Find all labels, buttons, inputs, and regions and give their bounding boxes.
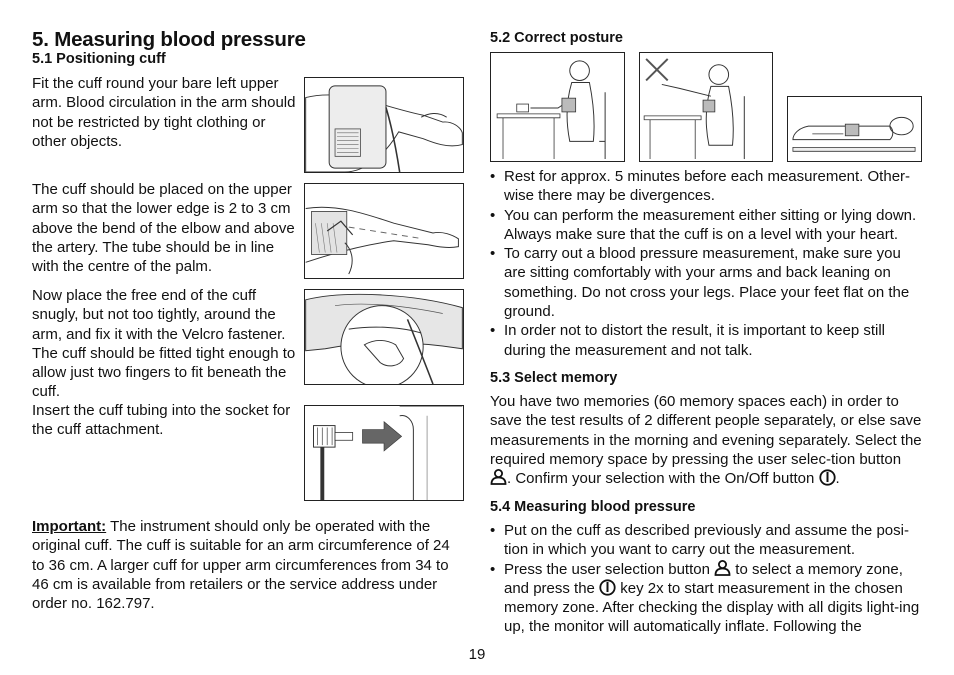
figure-posture-correct <box>490 52 625 162</box>
cuff-fitting-illustration <box>305 85 463 172</box>
section-5-1-paragraph-3: Now place the free end of the cuff snugl… <box>32 287 296 401</box>
posture-bullet-list: Rest for approx. 5 minutes before each m… <box>490 167 926 360</box>
page-title: 5. Measuring blood pressure <box>32 28 306 51</box>
posture-lying-illustration <box>792 116 916 152</box>
section-5-4-title: 5.4 Measuring blood pressure <box>490 499 696 515</box>
important-text: The instrument should only be operated w… <box>32 518 450 613</box>
list-item: To carry out a blood pressure measuremen… <box>490 244 926 321</box>
list-item: Rest for approx. 5 minutes before each m… <box>490 167 926 206</box>
important-label: Important: <box>32 518 107 535</box>
figure-cuff-fastening <box>304 289 464 385</box>
figure-cuff-fitting <box>304 77 464 173</box>
cuff-position-illustration <box>305 206 459 275</box>
tube-connector-illustration <box>313 406 463 500</box>
figure-cuff-position <box>304 183 464 279</box>
page-number: 19 <box>468 646 486 663</box>
section-5-1-paragraph-1: Fit the cuff round your bare left upper … <box>32 75 296 150</box>
section-5-1-paragraph-4: Insert the cuff tubing into the socket f… <box>32 402 291 439</box>
figure-posture-lying <box>787 96 922 162</box>
figure-tube-connector <box>304 405 464 501</box>
bullet-2-text-a: Press the user selection button <box>504 560 715 578</box>
section-5-3-paragraph: You have two memories (60 memory spaces … <box>490 392 922 488</box>
figure-posture-incorrect <box>639 52 773 162</box>
bullet-2-text-c: key 2x to start measurement in the chose… <box>504 579 920 636</box>
user-selection-icon <box>490 469 507 486</box>
section-5-2-title: 5.2 Correct posture <box>490 30 623 46</box>
posture-correct-illustration <box>496 60 606 160</box>
list-item: Put on the cuff as described previously … <box>490 521 926 560</box>
measurement-bullet-list: Put on the cuff as described previously … <box>490 521 926 637</box>
section-5-3-title: 5.3 Select memory <box>490 370 618 386</box>
list-item: You can perform the measurement either s… <box>490 206 926 245</box>
section-5-3-text-a: You have two memories (60 memory spaces … <box>490 393 922 468</box>
section-5-1-paragraph-2: The cuff should be placed on the upper a… <box>32 181 295 276</box>
important-note: Important: The instrument should only be… <box>32 517 466 613</box>
power-icon <box>818 469 836 486</box>
user-selection-icon <box>714 559 731 576</box>
power-icon <box>599 579 616 596</box>
cuff-fastening-illustration <box>305 293 463 384</box>
section-5-3-text-c: . <box>835 470 840 488</box>
section-5-1-title: 5.1 Positioning cuff <box>32 51 166 67</box>
bullet-2-text-b: to select a memory zone, and press the <box>504 560 903 597</box>
list-item: Press the user selection button to selec… <box>490 560 926 637</box>
posture-incorrect-illustration <box>643 58 745 160</box>
section-5-3-text-b: . Confirm your selection with the On/Off… <box>507 470 819 488</box>
list-item: In order not to distort the result, it i… <box>490 321 926 360</box>
